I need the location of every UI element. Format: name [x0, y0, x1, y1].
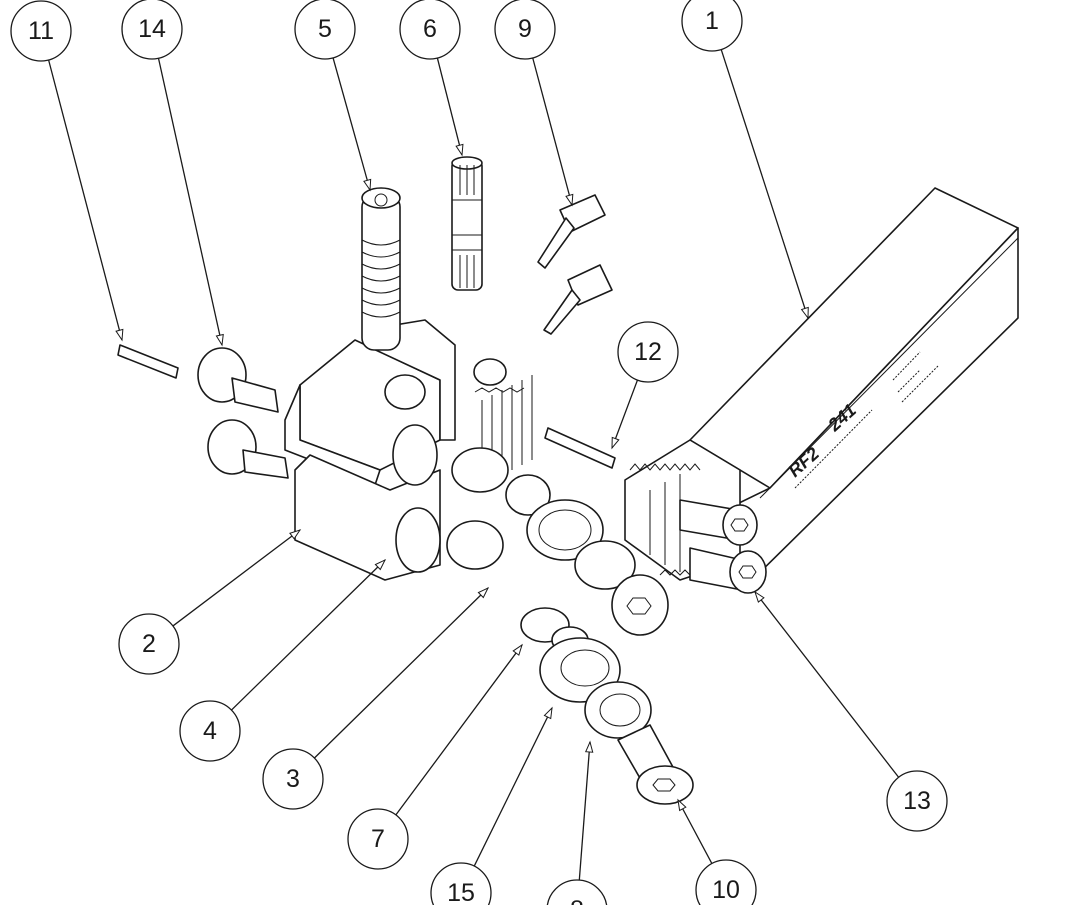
callout-circle [546, 879, 608, 905]
part-housing-bar: RF2 241 [689, 187, 1019, 591]
leader-line-12 [611, 379, 639, 449]
callout-number: 1 [705, 7, 719, 35]
leader-line-8 [578, 741, 591, 881]
leader-line-11 [47, 59, 123, 341]
leader-line-9 [532, 57, 573, 206]
callout-5: 5 [294, 0, 356, 60]
callout-number: 12 [634, 338, 662, 366]
callout-number: 9 [518, 15, 532, 43]
part-spindle-6 [451, 156, 483, 291]
arrowhead-icon [115, 328, 124, 342]
callout-circle [262, 748, 324, 810]
leader-lines [47, 49, 900, 881]
callout-number: 10 [712, 876, 740, 904]
callout-circle [886, 770, 948, 832]
part-dowel-pins [117, 344, 616, 469]
arrowhead-icon [543, 706, 553, 720]
callout-7: 7 [347, 808, 409, 870]
callout-number: 11 [28, 17, 54, 45]
callout-2: 2 [118, 613, 180, 675]
callout-3: 3 [262, 748, 324, 810]
part-screw-spring-5 [361, 187, 401, 351]
leader-line-13 [754, 591, 900, 778]
callout-number: 15 [447, 879, 475, 905]
callout-10: 10 [695, 859, 757, 905]
arrowhead-icon [477, 586, 490, 599]
callout-circle [617, 321, 679, 383]
callout-number: 8 [570, 896, 584, 905]
callout-number: 14 [138, 15, 166, 43]
callout-circle [121, 0, 183, 60]
arrowhead-icon [565, 193, 574, 207]
callout-number: 4 [203, 717, 217, 745]
callout-number: 5 [318, 15, 332, 43]
callout-circle [695, 859, 757, 905]
callout-8: 8 [546, 879, 608, 905]
leader-line-5 [332, 57, 371, 191]
callout-14: 14 [121, 0, 183, 60]
arrowhead-icon [754, 590, 765, 603]
leader-line-15 [473, 707, 553, 867]
leader-line-6 [436, 57, 463, 156]
callout-circle [430, 862, 492, 905]
callout-circle [347, 808, 409, 870]
arrowhead-icon [455, 143, 464, 157]
arrowhead-icon [215, 333, 224, 347]
callout-circle [494, 0, 556, 60]
leader-line-2 [172, 529, 301, 627]
part-stepped-pins-9 [537, 194, 613, 335]
callout-circle [294, 0, 356, 60]
callout-number: 2 [142, 630, 156, 658]
leader-line-14 [157, 58, 223, 346]
callout-11: 11 [10, 0, 72, 62]
leader-line-7 [395, 644, 523, 816]
callout-circle [399, 0, 461, 60]
leader-line-10 [677, 799, 713, 864]
callout-circle [179, 700, 241, 762]
callout-6: 6 [399, 0, 461, 60]
callout-balloons: 123456789101112131415 [10, 0, 948, 905]
callout-15: 15 [430, 862, 492, 905]
callout-number: 7 [371, 825, 385, 853]
callout-number: 3 [286, 765, 300, 793]
leader-line-4 [231, 559, 386, 711]
arrowhead-icon [374, 558, 387, 571]
arrowhead-icon [584, 740, 594, 753]
part-cap-screws-13 [679, 499, 767, 594]
callout-1: 1 [681, 0, 743, 52]
part-washers-gear [520, 607, 694, 805]
arrowhead-icon [611, 436, 620, 450]
callout-circle [10, 0, 72, 62]
callout-number: 13 [903, 787, 931, 815]
part-roller-block [284, 319, 533, 581]
callout-number: 6 [423, 15, 437, 43]
arrowhead-icon [512, 643, 523, 656]
part-shaft-gears [446, 447, 669, 636]
callout-12: 12 [617, 321, 679, 383]
callout-circle [118, 613, 180, 675]
leader-line-3 [313, 587, 489, 759]
leader-line-1 [720, 49, 809, 319]
arrowhead-icon [677, 798, 687, 812]
arrowhead-icon [289, 529, 302, 540]
arrowhead-icon [800, 306, 809, 320]
callout-circle [681, 0, 743, 52]
callout-13: 13 [886, 770, 948, 832]
part-cap-screws-14 [197, 347, 289, 479]
callout-4: 4 [179, 700, 241, 762]
arrowhead-icon [363, 178, 372, 192]
callout-9: 9 [494, 0, 556, 60]
